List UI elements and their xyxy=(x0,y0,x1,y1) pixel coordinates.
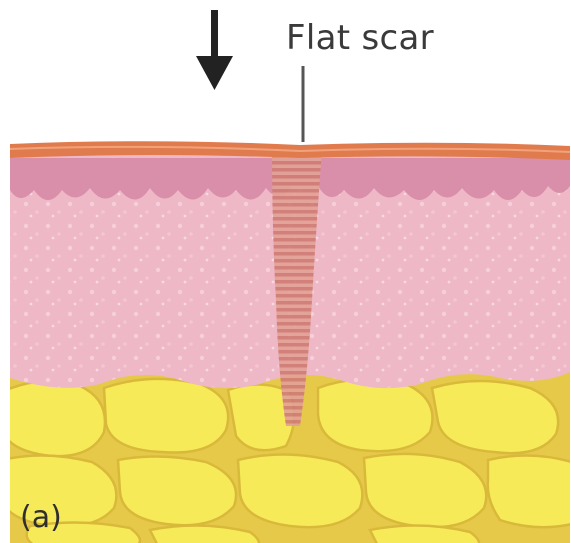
panel-letter: (a) xyxy=(20,500,62,535)
flat-scar-label: Flat scar xyxy=(286,18,434,58)
down-arrow-icon xyxy=(196,10,233,90)
